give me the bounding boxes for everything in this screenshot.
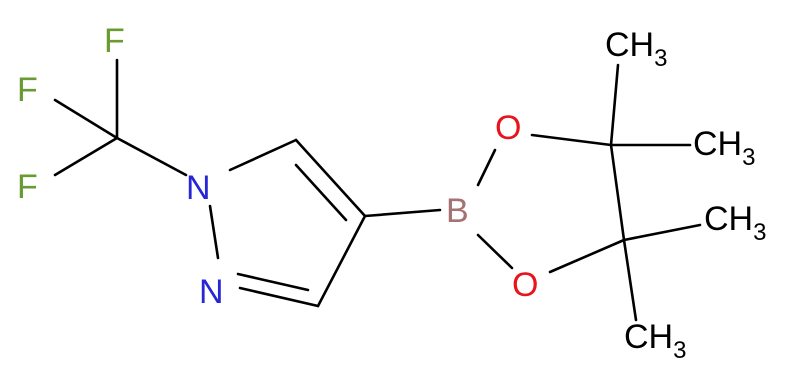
bond-c-c — [609, 143, 626, 242]
atom-b: B — [446, 192, 469, 230]
bond-c-me-3 — [622, 223, 702, 242]
methyl-2: CH3 — [693, 125, 755, 171]
bond-n1-c5 — [228, 138, 298, 172]
bond-b-o-bot — [476, 233, 514, 270]
atom-f-top: F — [104, 22, 125, 60]
atom-f-mid: F — [17, 71, 38, 109]
methyl-3: CH3 — [704, 200, 766, 246]
methyl-1: CH3 — [605, 26, 667, 72]
bond-c5-c4 — [294, 138, 367, 218]
bond-n2-c3-double — [236, 272, 310, 292]
atom-f-bot: F — [17, 168, 38, 206]
bond-n2-c3 — [238, 286, 320, 308]
atom-n2: N — [199, 273, 224, 311]
bond-c4-b — [363, 208, 442, 218]
bond-c-me-4 — [622, 238, 638, 322]
atom-o-bot: O — [512, 266, 538, 304]
bond-n1-n2 — [208, 204, 220, 260]
methyl-1-sub: 3 — [654, 45, 667, 72]
atom-o-top: O — [495, 109, 521, 147]
bond-c-f-mid — [53, 98, 119, 140]
bond-c4-c3 — [316, 214, 367, 308]
methyl-4: CH3 — [624, 318, 686, 364]
methyl-4-sub: 3 — [673, 337, 686, 364]
atom-labels: F F F N N B O O CH3 CH3 CH3 CH3 — [17, 22, 766, 364]
bond-c-n1 — [115, 136, 188, 177]
methyl-3-main: CH — [704, 200, 753, 238]
methyl-2-main: CH — [693, 125, 742, 163]
bond-b-o-top — [476, 148, 497, 187]
methyl-4-main: CH — [624, 318, 673, 356]
bond-c5-c4-double — [294, 163, 348, 222]
bond-o-bot-c — [548, 238, 626, 274]
bond-c-f-bot — [53, 136, 119, 177]
methyl-1-main: CH — [605, 26, 654, 64]
methyl-3-sub: 3 — [753, 219, 766, 246]
bond-o-top-c — [530, 133, 613, 147]
bond-c-me-1 — [609, 63, 620, 147]
methyl-2-sub: 3 — [742, 144, 755, 171]
atom-n1: N — [186, 169, 211, 207]
bonds — [53, 58, 702, 322]
